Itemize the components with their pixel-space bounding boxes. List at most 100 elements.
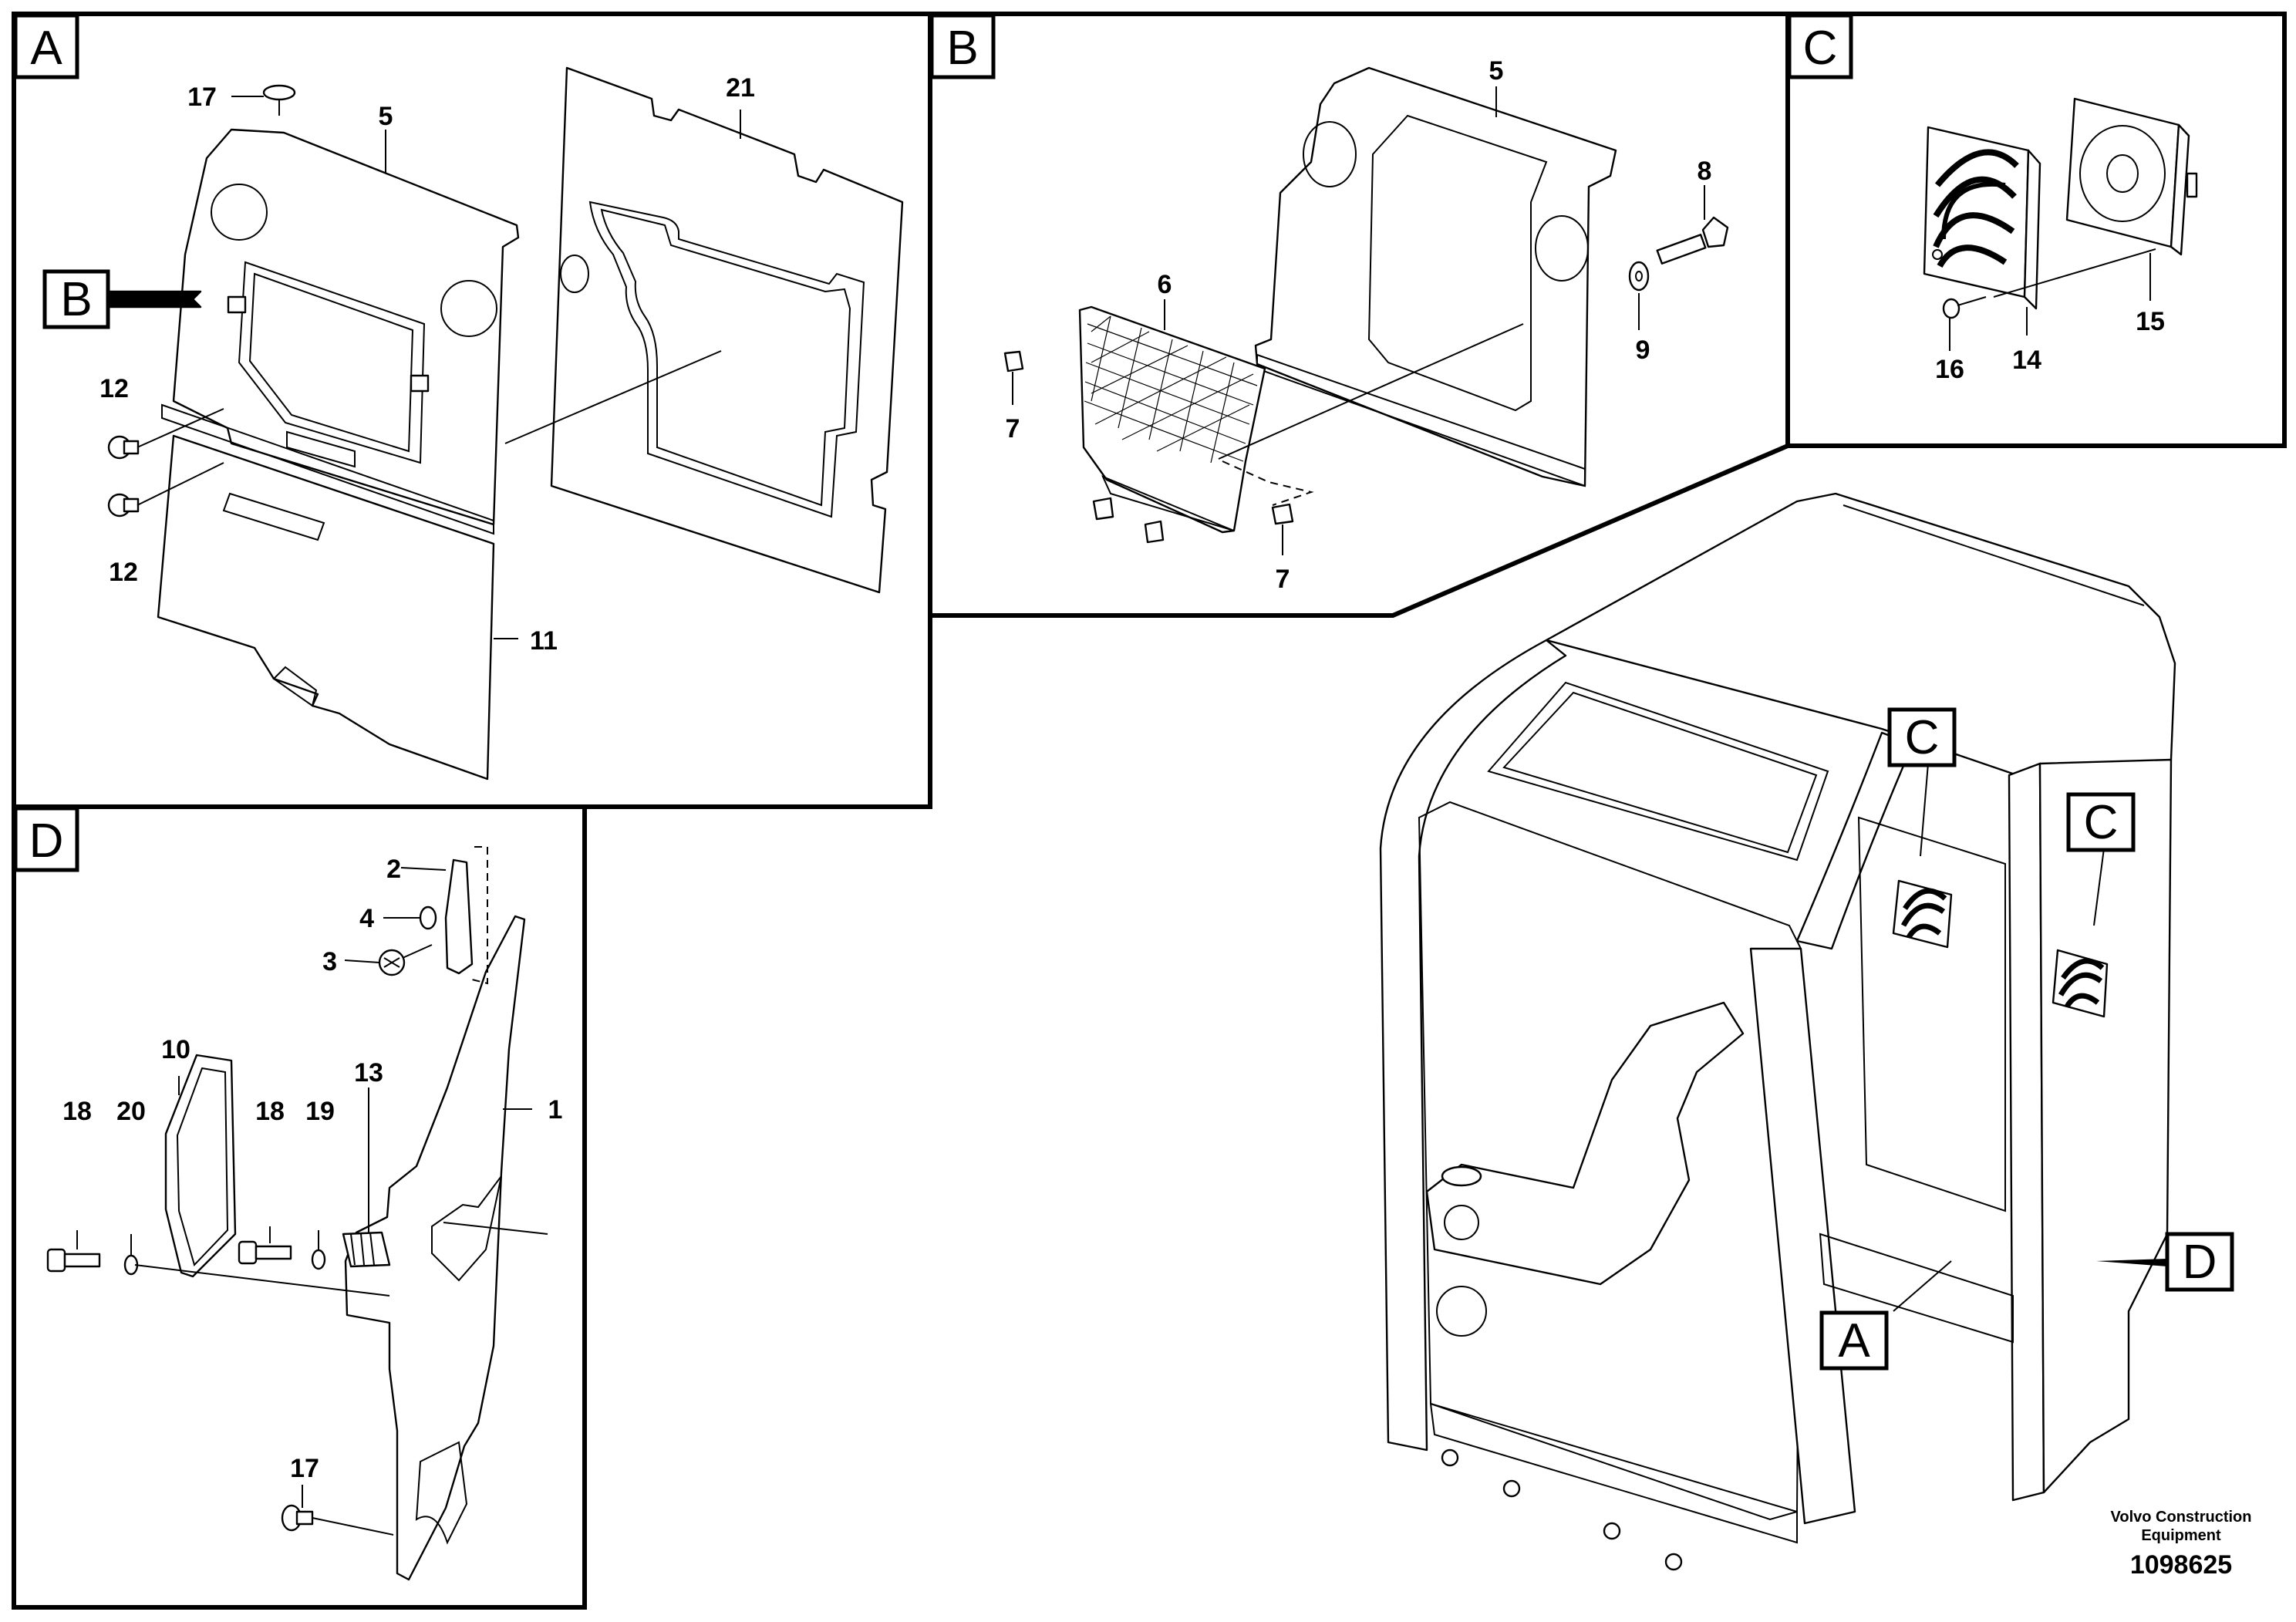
label-c-15: 15 xyxy=(2136,307,2165,336)
panel-b-frame xyxy=(928,12,1790,618)
label-c-16: 16 xyxy=(1935,355,1964,384)
panel-d-frame xyxy=(12,804,587,1610)
part-5-bottom-lip xyxy=(161,403,494,535)
cab-floor-rear xyxy=(1819,1233,2014,1344)
part-21-cutout-inner xyxy=(600,208,851,507)
label-a-12-bottom: 12 xyxy=(109,558,138,587)
cab-roof xyxy=(1545,492,2176,781)
callout-d-cab: D xyxy=(2165,1232,2234,1292)
cab-interior-rear-wall xyxy=(1857,816,2006,1212)
part-11-slot xyxy=(272,666,318,707)
part-14-grille-arcs xyxy=(1933,149,2019,268)
part-14-screw-hole xyxy=(1932,249,1943,260)
part-8-bolt xyxy=(1656,216,1729,265)
part-5-panel-b xyxy=(1254,66,1617,487)
label-d-18-right: 18 xyxy=(255,1097,285,1126)
part-15-terminals xyxy=(2186,172,2198,198)
part-3-screw xyxy=(378,944,433,976)
part-6-bottom-flap xyxy=(1101,475,1235,531)
cab-console-knob xyxy=(1441,1165,1482,1187)
svg-text:A: A xyxy=(1838,1314,1870,1367)
leader-d-3 xyxy=(344,959,380,963)
label-a-5: 5 xyxy=(379,102,393,131)
label-b-5: 5 xyxy=(1489,56,1504,86)
part-4-washer xyxy=(419,905,437,930)
panel-b-label: B xyxy=(929,13,996,79)
part-15-speaker-side xyxy=(2170,123,2190,256)
part-5-speaker-hole-right xyxy=(440,280,497,337)
part-21-hole xyxy=(560,255,589,293)
panel-c-label: C xyxy=(1787,13,1853,79)
panel-a-label: A xyxy=(13,13,79,79)
label-c-14: 14 xyxy=(2012,346,2041,375)
label-d-18-left: 18 xyxy=(62,1097,92,1126)
part-12-plug-top xyxy=(107,435,140,460)
panel-b-drawing: 5 8 9 6 7 7 xyxy=(1003,56,1729,594)
cab-rear-corner xyxy=(2038,758,2173,1494)
leader-d-panel xyxy=(443,1222,548,1235)
leader-cab-c1 xyxy=(1920,763,1929,857)
part-10-mirror-inner xyxy=(176,1067,229,1266)
callout-b-in-a: B xyxy=(42,269,110,329)
label-a-11: 11 xyxy=(530,626,558,656)
panel-a-drawing: B 17 5 21 12 12 11 xyxy=(42,66,904,781)
panel-a-letter: A xyxy=(30,22,62,75)
part-18-bolt-right xyxy=(238,1240,292,1265)
svg-text:C: C xyxy=(1905,711,1940,764)
part-17-rivet-head xyxy=(262,84,296,101)
cab-floor xyxy=(1429,1402,1798,1544)
cab-speaker-left xyxy=(1892,879,1953,949)
label-d-2: 2 xyxy=(386,855,401,884)
label-d-17: 17 xyxy=(290,1454,319,1483)
label-b-9: 9 xyxy=(1636,336,1650,365)
panel-frames xyxy=(12,12,2287,1610)
part-1-side-trim-panel xyxy=(344,915,526,1581)
leader-cab-a xyxy=(1893,1260,1952,1312)
part-12-plug-bottom xyxy=(107,493,140,518)
cab-seat-console xyxy=(1425,1001,1745,1286)
label-b-6: 6 xyxy=(1158,270,1172,299)
cab-roof-rear-edge xyxy=(1843,504,2145,606)
part-15-speaker xyxy=(2065,97,2180,248)
cab-roof-skylight xyxy=(1487,681,1829,862)
arrow-cab-d xyxy=(2096,1259,2167,1266)
cab-bottom-bolts xyxy=(1441,1448,1683,1571)
svg-text:C: C xyxy=(2084,796,2119,849)
part-1-inner-contour xyxy=(431,1175,502,1282)
leader-a-panel-to-mat xyxy=(504,350,722,444)
cab-console-port-2 xyxy=(1436,1286,1487,1337)
label-d-3: 3 xyxy=(322,947,337,976)
callout-c-cab-1: C xyxy=(1887,707,1957,767)
leader-b-pocket-to-panel xyxy=(1218,323,1524,460)
part-5-clip-left xyxy=(227,295,247,314)
part-5-b-window xyxy=(1367,114,1548,412)
part-7-clip-lower-2 xyxy=(1144,520,1165,544)
panel-b-letter: B xyxy=(946,22,978,75)
label-a-21: 21 xyxy=(726,73,755,103)
svg-text:D: D xyxy=(2183,1236,2217,1289)
part-19-washer xyxy=(311,1249,326,1270)
cab-speaker-right xyxy=(2052,949,2109,1018)
panel-d-drawing: 2 4 3 1 10 13 18 20 18 19 17 xyxy=(46,846,562,1581)
part-7-clip-upper xyxy=(1003,350,1024,373)
label-d-20: 20 xyxy=(116,1097,146,1126)
footer: Volvo Construction Equipment 1098625 xyxy=(2111,1509,2252,1580)
cab-rear-pillar xyxy=(2008,762,2045,1502)
label-d-4: 4 xyxy=(359,904,374,933)
panel-d-letter: D xyxy=(29,814,64,868)
cab-console-port-1 xyxy=(1444,1205,1479,1240)
part-9-washer xyxy=(1628,261,1650,292)
leader-cab-c2 xyxy=(2093,848,2105,926)
part-14-grille-side xyxy=(2023,149,2041,310)
part-5-bottom-tab xyxy=(286,430,356,468)
part-5-b-speaker-right xyxy=(1535,215,1589,282)
drawing-number: 1098625 xyxy=(2130,1550,2232,1580)
label-b-7-right: 7 xyxy=(1276,565,1290,594)
part-21-cutout xyxy=(588,201,865,518)
part-5-window-inner xyxy=(248,272,414,453)
label-b-8: 8 xyxy=(1698,157,1712,186)
leader-a-12-bottom xyxy=(137,462,224,506)
part-13-rubber-clip-ribs xyxy=(350,1232,375,1266)
company-line-1: Volvo Construction xyxy=(2111,1509,2252,1526)
callout-c-cab-2: C xyxy=(2066,792,2136,852)
